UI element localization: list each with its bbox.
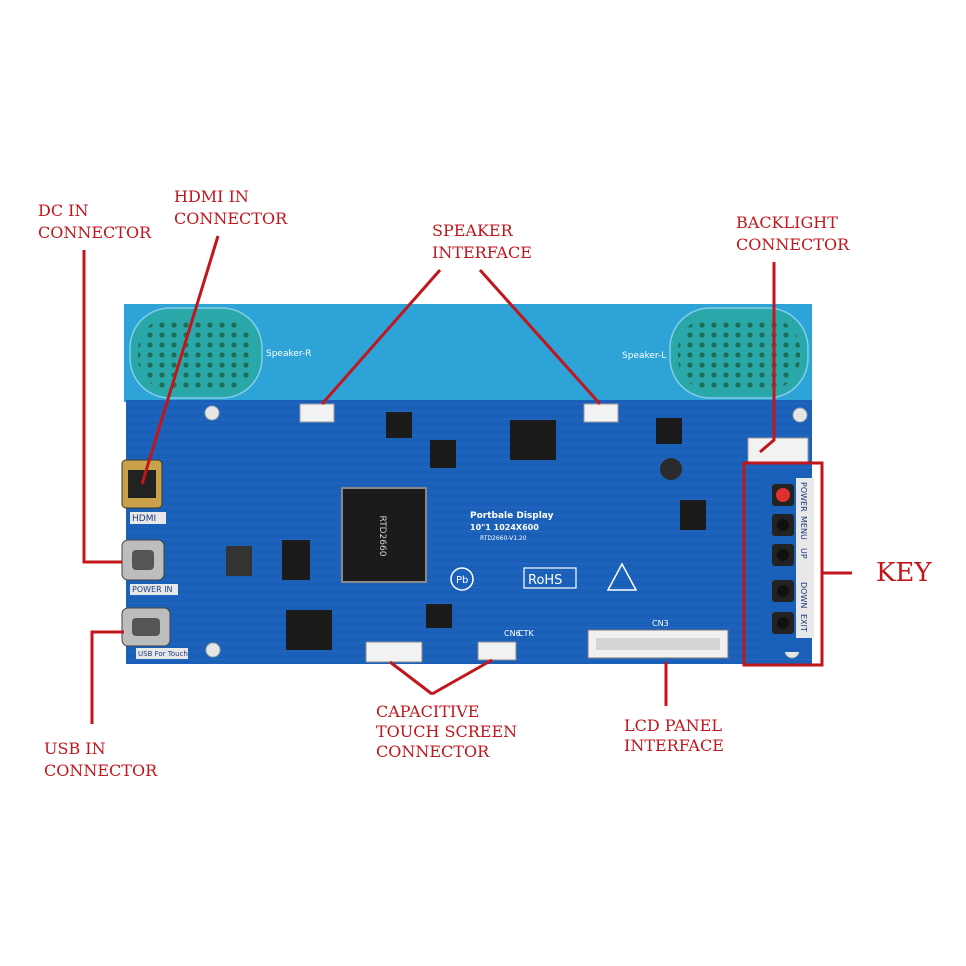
key-box <box>742 461 824 667</box>
key-buttons <box>772 484 794 634</box>
mount-hole <box>204 405 220 421</box>
main-chip <box>341 487 427 583</box>
dc-in-leader <box>82 250 122 564</box>
key-silk-down: DOWN <box>799 582 808 608</box>
power-in-silk: POWER IN <box>132 585 173 594</box>
speaker-r-leader <box>320 269 442 405</box>
hdmi-in-label: HDMI IN CONNECTOR <box>174 187 288 228</box>
dc-in-label: DC IN CONNECTOR <box>38 201 152 242</box>
product-version: RTD2660-V1.20 <box>480 535 527 542</box>
key-silk-menu: MENU <box>799 516 808 540</box>
speaker-interface-label: SPEAKER INTERFACE <box>432 221 532 262</box>
touch-connector <box>365 641 423 663</box>
usb-in-label: USB IN CONNECTOR <box>44 739 158 780</box>
backlight-connector <box>747 437 809 463</box>
pb-free-icon <box>450 567 474 591</box>
usb-in-leader <box>90 630 124 724</box>
cn6-silk: CN6 <box>504 629 521 638</box>
backlight-leader <box>759 262 776 454</box>
touch-leader-a <box>389 660 433 696</box>
product-spec: 10"1 1024X600 <box>470 523 539 532</box>
mount-hole <box>792 407 808 423</box>
chip-label: RTD2660 <box>377 516 387 557</box>
speaker-r-connector <box>299 403 335 423</box>
hdmi-silk: HDMI <box>132 514 156 524</box>
rohs-box <box>523 567 577 589</box>
callout-lines <box>82 235 852 724</box>
cn3-silk: CN3 <box>652 619 669 628</box>
key-silk-exit: EXIT <box>799 614 808 632</box>
rohs-silk: RoHS <box>528 573 562 588</box>
speaker-strip: Speaker-R Speaker-L <box>124 304 812 402</box>
touch-leader-b <box>431 658 493 696</box>
ctk-silk: CTK <box>518 629 534 638</box>
key-label: KEY <box>876 558 932 588</box>
lcd-panel-label: LCD PANEL INTERFACE <box>624 716 724 755</box>
mount-hole <box>205 642 221 658</box>
speaker-r-silk: Speaker-R <box>266 349 312 359</box>
hdmi-in-leader <box>140 235 220 485</box>
esd-warning-icon <box>606 562 638 591</box>
pcb-main: HDMI POWER IN USB For Touch RTD2660 CN6 … <box>121 400 814 664</box>
backlight-connector-label: BACKLIGHT CONNECTOR <box>736 213 850 254</box>
speaker-l-leader <box>478 268 602 406</box>
key-silk-power: POWER <box>799 482 808 512</box>
speaker-l-silk: Speaker-L <box>622 351 666 361</box>
touch-connector-cn6 <box>477 641 517 661</box>
key-silk-up: UP <box>799 548 808 559</box>
product-title: Portbale Display <box>470 511 554 521</box>
usb-silk: USB For Touch <box>138 650 188 658</box>
speaker-l-connector <box>583 403 619 423</box>
pb-silk: Pb <box>456 575 468 586</box>
touch-connector-label: CAPACITIVE TOUCH SCREEN CONNECTOR <box>376 702 518 761</box>
